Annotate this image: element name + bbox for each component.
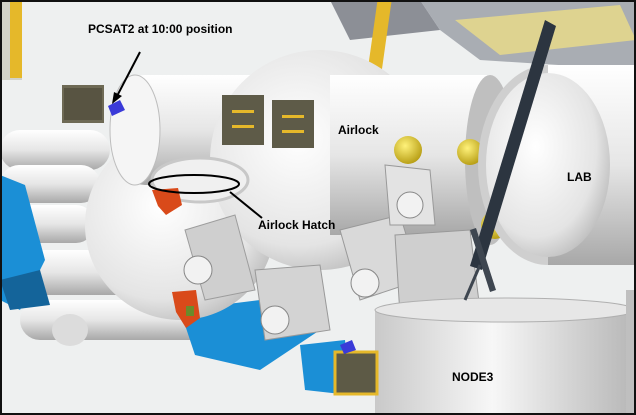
node3-module: [374, 290, 636, 415]
node3-box: [333, 350, 379, 396]
hatch-hardware: [152, 188, 200, 328]
pcsat-arrowhead: [112, 92, 122, 104]
airlock-panels: [222, 95, 314, 148]
annotations: [112, 51, 263, 219]
lab-label: LAB: [567, 170, 592, 184]
hatch-ellipse-marker: [148, 174, 240, 194]
pcsat-mount: [62, 85, 104, 123]
node3-label: NODE3: [452, 370, 494, 384]
hatch-leader-line: [229, 191, 263, 219]
support-struts: [463, 20, 556, 301]
pcsat-arrow: [115, 51, 141, 99]
pcsat2-label: PCSAT2 at 10:00 position: [88, 22, 233, 36]
pcsat2-satellite: [108, 100, 356, 354]
airlock-hatch-label: Airlock Hatch: [258, 218, 336, 232]
airlock-label: Airlock: [338, 123, 379, 137]
gas-tanks: [183, 164, 481, 341]
